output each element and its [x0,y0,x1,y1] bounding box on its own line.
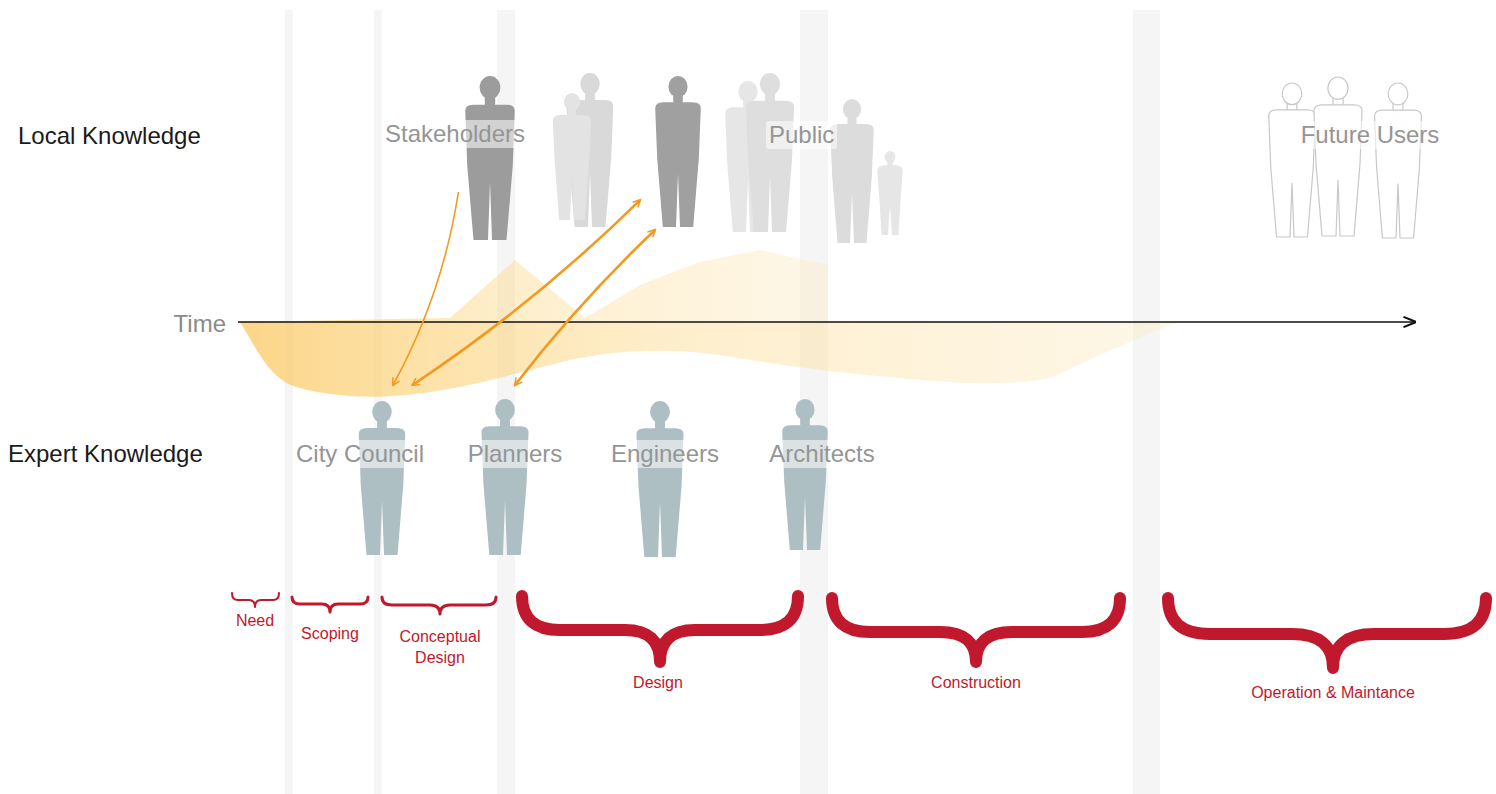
group-label: Stakeholders [382,120,528,148]
phase-label-text: Conceptual Design [400,628,481,666]
group-label: City Council [293,440,427,468]
group-label: Future Users [1298,121,1443,149]
person-group-node: Public [640,115,890,230]
person-group-node: Planners [455,385,575,555]
person-group-node: City Council [285,385,435,555]
person-group-node: Engineers [600,385,730,555]
phase-label: Operation & Maintance [1200,682,1466,703]
person-group-node: Future Users [1280,115,1460,159]
person-silhouette [359,401,406,555]
person-silhouette [830,99,874,243]
time-axis [238,321,1415,323]
axis-label-text: Expert Knowledge [8,440,203,467]
person-silhouette [465,76,515,240]
person-silhouette [636,401,683,557]
phase-label: Construction [890,672,1062,693]
group-label: Public [766,121,837,149]
person-silhouette [1375,83,1422,238]
phase-label-text: Construction [931,674,1021,691]
phase-brackets [232,593,1486,668]
knowledge-exchange-arrow [413,200,641,385]
group-label: Planners [465,440,566,468]
phase-label: Conceptual Design [385,626,495,668]
axis-label: Time [150,308,228,339]
person-silhouette [553,93,591,220]
phase-label: Need [225,610,285,631]
phase-label-text: Design [633,674,683,691]
phase-label: Scoping [290,623,370,644]
person-group-node: Architects [752,385,892,555]
person-silhouette [782,399,828,550]
person-silhouette [877,151,903,235]
person-silhouette [481,399,528,555]
knowledge-exchange-arrow [515,230,655,385]
phase-dividers [285,10,1160,794]
person-silhouette [655,76,701,227]
phase-label-text: Scoping [301,625,359,642]
person-silhouette [746,73,794,232]
group-label: Architects [766,440,877,468]
expert-involvement-band [240,322,1180,397]
local-involvement-band [240,250,828,322]
phase-label: Design [580,672,736,693]
person-group-node: Stakeholders [370,112,540,192]
person-silhouette [1269,83,1316,237]
axis-label: Expert Knowledge [8,438,238,469]
axis-label-text: Local Knowledge [18,122,201,149]
axis-label: Local Knowledge [18,120,228,151]
knowledge-exchange-arrow [393,192,458,385]
person-silhouette [1314,77,1362,236]
phase-label-text: Operation & Maintance [1251,684,1415,701]
phase-label-text: Need [236,612,274,629]
group-label: Engineers [608,440,722,468]
axis-label-text: Time [172,310,228,337]
